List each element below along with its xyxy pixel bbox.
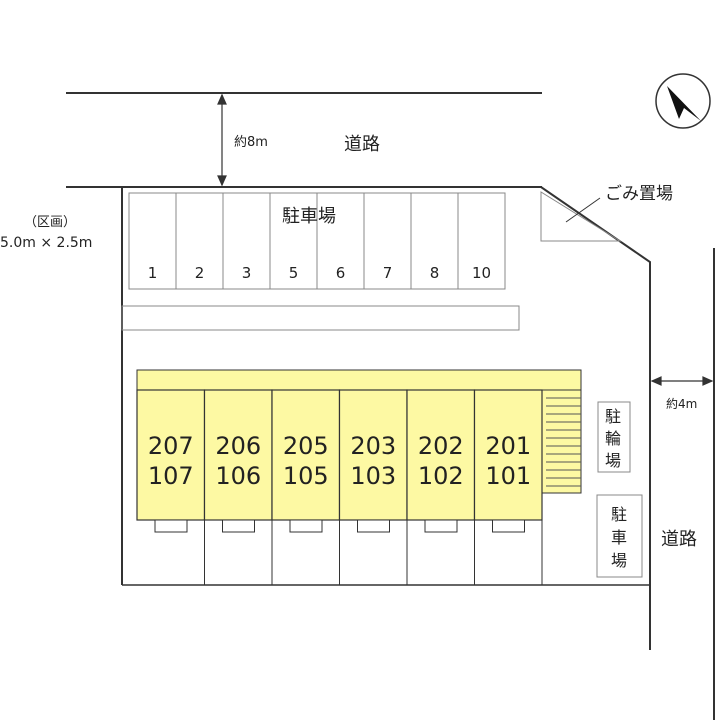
unit-entrance-step <box>289 519 323 533</box>
unit-number-upper: 207 <box>148 432 194 460</box>
unit-number-upper: 201 <box>485 432 531 460</box>
walkway-strip <box>121 305 520 331</box>
parking-space-number: 6 <box>336 264 346 282</box>
unit-entrance-step <box>492 519 525 533</box>
apartment-unit <box>203 389 273 521</box>
unit-number-lower: 105 <box>283 462 329 490</box>
garbage-leader-line <box>565 197 601 223</box>
top-parking-area: 1 2 3 5 6 7 8 10 <box>128 192 506 290</box>
north-arrow-icon <box>655 73 711 129</box>
right-road-label: 道路 <box>661 529 697 550</box>
unit-number-lower: 103 <box>350 462 396 490</box>
bicycle-parking-char-1: 駐 <box>605 407 621 426</box>
bicycle-parking-char-2: 輪 <box>605 429 621 448</box>
unit-number-lower: 102 <box>418 462 464 490</box>
unit-number-lower: 101 <box>485 462 531 490</box>
right-road-dimension-arrow <box>650 376 714 386</box>
building-corridor <box>136 369 582 391</box>
unit-entrance-step <box>154 519 188 533</box>
unit-number-upper: 203 <box>350 432 396 460</box>
parking-section-size: 5.0m × 2.5m <box>0 235 92 251</box>
unit-entrance-step <box>424 519 458 533</box>
parking-space-number: 1 <box>148 264 158 282</box>
parking-section-title: （区画） <box>24 215 76 230</box>
parking-space-number: 10 <box>472 264 491 282</box>
apartment-unit <box>271 389 341 521</box>
side-parking-char-3: 場 <box>611 551 627 570</box>
unit-entrance-step <box>222 519 255 533</box>
top-road-width-label: 約8m <box>234 135 268 150</box>
building-stairs <box>541 389 582 494</box>
garbage-area <box>540 191 622 242</box>
side-parking-box <box>596 494 643 578</box>
right-road-width-label: 約4m <box>666 396 697 411</box>
top-road-label: 道路 <box>344 134 380 155</box>
bicycle-parking-char-3: 場 <box>605 451 621 470</box>
apartment-unit <box>473 389 543 521</box>
stairs-outline <box>541 389 582 494</box>
site-boundary <box>122 186 651 650</box>
top-parking-label: 駐車場 <box>282 206 336 227</box>
parking-space-number: 2 <box>195 264 205 282</box>
unit-number-upper: 206 <box>215 432 261 460</box>
unit-number-lower: 106 <box>215 462 261 490</box>
apartment-unit <box>406 389 476 521</box>
parking-space-number: 8 <box>430 264 440 282</box>
apartment-unit <box>136 389 206 521</box>
unit-entrance-step <box>357 519 390 533</box>
unit-number-lower: 107 <box>148 462 194 490</box>
unit-number-upper: 205 <box>283 432 329 460</box>
side-parking-char-2: 車 <box>611 528 627 547</box>
parking-space-number: 5 <box>289 264 299 282</box>
parking-space-number: 7 <box>383 264 393 282</box>
garbage-label: ごみ置場 <box>605 184 673 204</box>
side-parking-char-1: 駐 <box>611 505 627 524</box>
parking-space-number: 3 <box>242 264 252 282</box>
top-road-dimension-arrow <box>217 93 227 187</box>
bicycle-parking-box <box>597 401 631 473</box>
unit-number-upper: 202 <box>418 432 464 460</box>
